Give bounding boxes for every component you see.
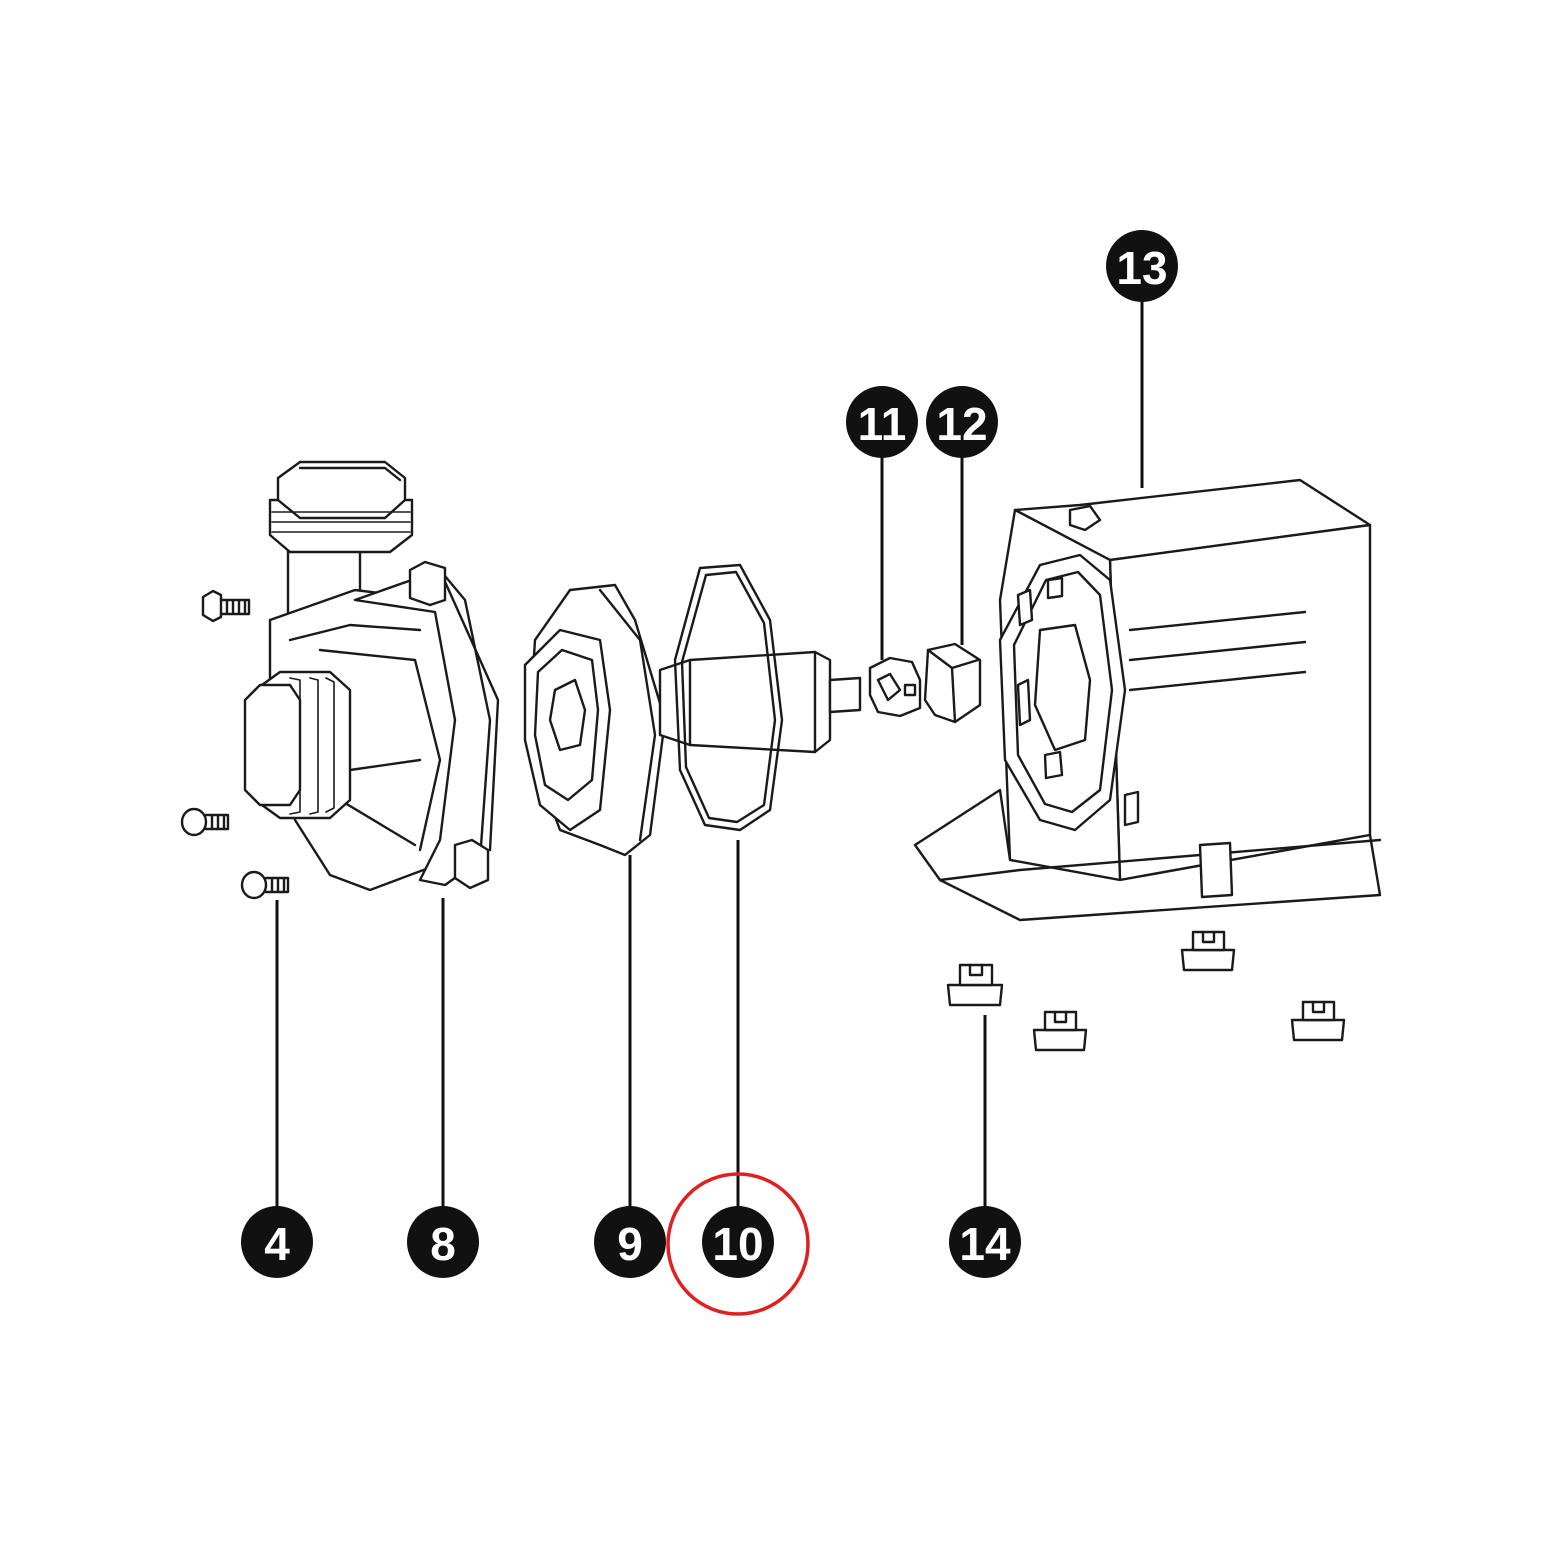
callout-13-label: 13 xyxy=(1116,242,1167,294)
part-14-feet xyxy=(946,930,1346,1052)
leader-lines xyxy=(275,302,1144,1208)
part-motor-block xyxy=(913,478,1382,922)
callout-12: 12 xyxy=(926,386,998,458)
callout-11: 11 xyxy=(846,386,918,458)
callout-14: 14 xyxy=(949,1206,1021,1278)
part-o-ring xyxy=(673,563,784,832)
callout-10-label: 10 xyxy=(712,1218,763,1270)
callout-8: 8 xyxy=(407,1206,479,1278)
highlight-ring xyxy=(666,1172,810,1316)
foot-4 xyxy=(1290,1000,1346,1042)
callout-13: 13 xyxy=(1106,230,1178,302)
foot-2 xyxy=(1032,1010,1088,1052)
screw-bottom xyxy=(240,870,290,900)
part-pump-housing xyxy=(243,460,500,892)
part-impeller-cover xyxy=(523,583,862,857)
callout-9-label: 9 xyxy=(617,1218,643,1270)
callout-11-label: 11 xyxy=(858,398,907,450)
callout-10: 10 xyxy=(666,1172,810,1316)
part-screws xyxy=(180,589,290,900)
callout-4: 4 xyxy=(241,1206,313,1278)
part-11-bearing xyxy=(868,656,922,718)
part-12-bushing xyxy=(923,642,982,724)
callout-8-label: 8 xyxy=(430,1218,456,1270)
callout-4-label: 4 xyxy=(264,1218,290,1270)
callout-12-label: 12 xyxy=(936,398,987,450)
foot-1 xyxy=(946,963,1004,1007)
screw-middle xyxy=(180,807,230,837)
callout-14-label: 14 xyxy=(959,1218,1011,1270)
callout-9: 9 xyxy=(594,1206,666,1278)
foot-3 xyxy=(1180,930,1236,972)
screw-top xyxy=(201,589,251,623)
